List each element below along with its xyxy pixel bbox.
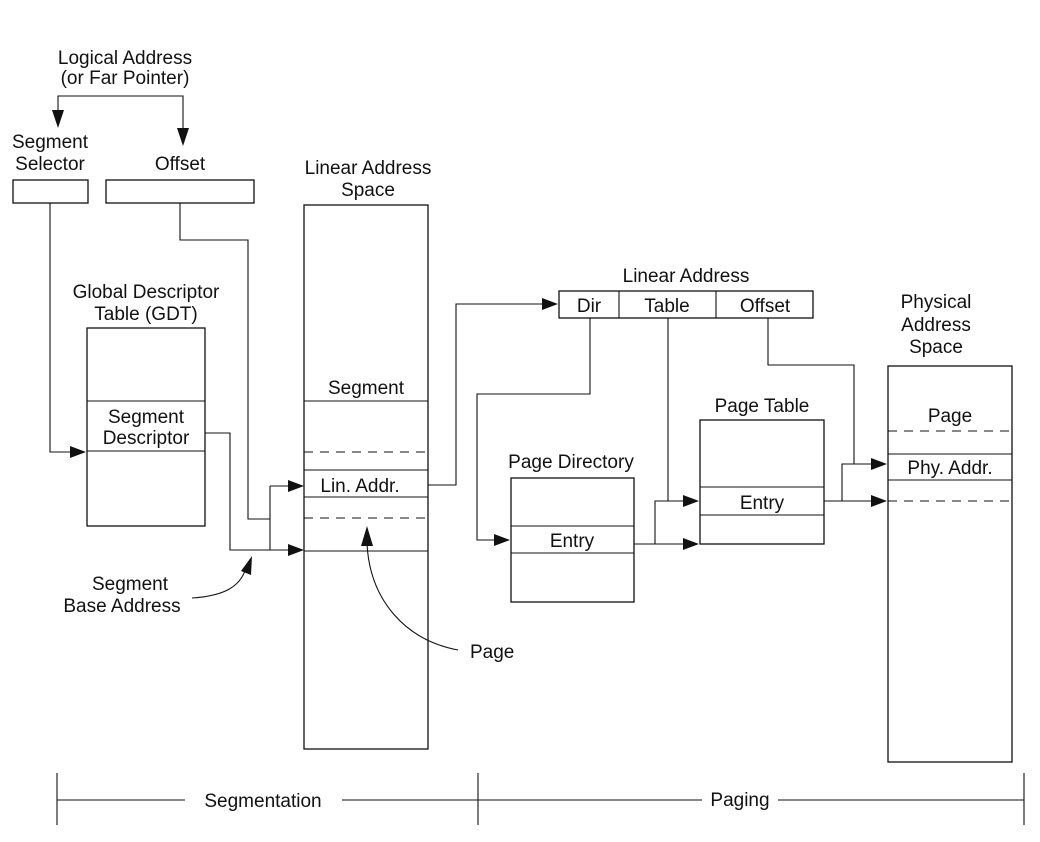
dir-field-label: Dir [577, 296, 602, 317]
table-field-label: Table [644, 296, 689, 317]
offset-arrowhead [177, 128, 189, 146]
pd-entry-to-page-table-arrowhead [683, 538, 699, 550]
segment-base-address-label-2: Base Address [63, 596, 180, 617]
physical-address-space-label: Physical [901, 292, 972, 313]
page-table-base-join-line [654, 500, 683, 544]
page-pointer-curve [366, 543, 459, 651]
page-directory-table [510, 477, 635, 603]
page-directory-entry-label: Entry [550, 531, 595, 552]
offset-to-adder-line [179, 203, 270, 520]
page-table-label: Page Table [715, 396, 810, 417]
selector-to-gdt-line [49, 203, 70, 453]
segment-selector-box [12, 179, 89, 204]
segment-label: Segment [328, 378, 405, 399]
page-pointer-arrowhead [361, 526, 373, 546]
selector-arrowhead [52, 110, 64, 128]
logical-address-split-line [57, 95, 184, 132]
segment-base-address-pointer [191, 567, 247, 599]
segment-descriptor-label: Segment [108, 407, 185, 428]
linear-address-box [558, 290, 814, 319]
segment-selector-label: Segment [12, 132, 89, 153]
physical-base-join-line [841, 463, 871, 501]
segmentation-label: Segmentation [204, 791, 321, 812]
adder-to-lin-addr-arrowhead [288, 480, 304, 492]
lin-addr-label: Lin. Addr. [320, 476, 399, 497]
logical-address-label: Logical Address [58, 48, 192, 69]
lin-addr-to-linear-address-line [428, 303, 542, 486]
physical-address-space [887, 365, 1013, 763]
linear-address-space [303, 204, 429, 750]
segment-selector-label-2: Selector [15, 154, 85, 175]
offset-box [105, 179, 255, 204]
page-pointer-label: Page [470, 642, 514, 663]
offset-label: Offset [155, 154, 206, 175]
page-table [699, 419, 825, 545]
table-field-arrowhead [683, 495, 699, 507]
phy-addr-label: Phy. Addr. [907, 458, 992, 479]
pt-entry-to-physical-arrowhead [871, 495, 887, 507]
physical-address-space-label-2: Address [901, 315, 971, 336]
linear-address-space-label-2: Space [341, 180, 395, 201]
offset-field-label: Offset [740, 296, 791, 317]
physical-address-space-label-3: Space [909, 337, 963, 358]
base-to-segment-arrowhead [288, 544, 304, 556]
page-table-entry-label: Entry [740, 493, 785, 514]
linear-address-space-label: Linear Address [305, 158, 432, 179]
dir-to-page-directory-arrowhead [494, 534, 510, 546]
lin-addr-to-linear-address-arrowhead [542, 298, 558, 310]
physical-page-label: Page [928, 406, 972, 427]
table-field-line [667, 318, 683, 502]
page-directory-label: Page Directory [508, 452, 634, 473]
far-pointer-label: (or Far Pointer) [61, 68, 190, 89]
descriptor-base-line [205, 432, 270, 551]
selector-to-gdt-arrowhead [70, 446, 86, 458]
gdt-label-2: Table (GDT) [94, 304, 197, 325]
linear-address-label: Linear Address [623, 266, 750, 287]
dir-to-page-directory-line [476, 318, 591, 541]
segment-base-address-arrowhead [241, 556, 252, 575]
segment-descriptor-label-2: Descriptor [103, 428, 190, 449]
gdt-label: Global Descriptor [73, 282, 220, 303]
segment-base-address-label: Segment [92, 574, 169, 595]
gdt-table [86, 327, 206, 527]
offset-field-arrowhead [871, 458, 887, 470]
paging-label: Paging [710, 790, 769, 811]
